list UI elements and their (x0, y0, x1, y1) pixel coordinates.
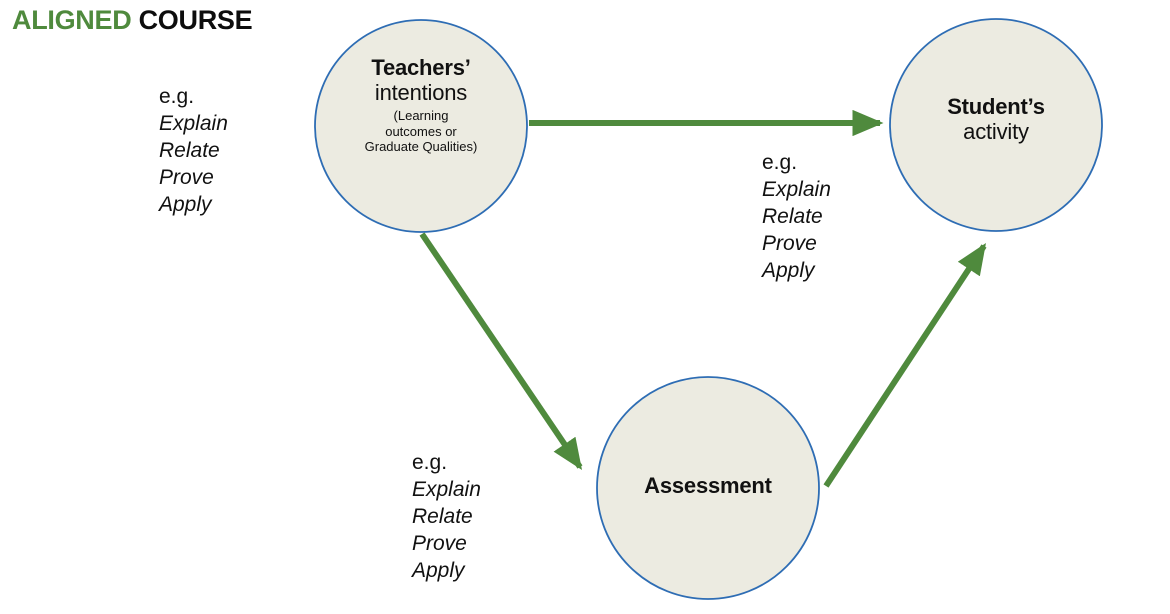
examples-block-assessment: e.g. Explain Relate Prove Apply (412, 450, 481, 584)
examples-head: e.g. (762, 151, 798, 174)
examples-item-relate: Relate (762, 204, 823, 228)
examples-item-prove: Prove (412, 531, 467, 555)
node-circle-students-activity[interactable] (889, 18, 1103, 232)
node-circle-assessment[interactable] (596, 376, 820, 600)
examples-item-explain: Explain (159, 111, 228, 135)
examples-block-activity: e.g. Explain Relate Prove Apply (762, 150, 831, 284)
title-word-course: COURSE (138, 5, 253, 35)
examples-item-apply: Apply (159, 192, 212, 216)
examples-item-explain: Explain (762, 177, 831, 201)
examples-item-apply: Apply (762, 258, 815, 282)
examples-item-explain: Explain (412, 477, 481, 501)
arrow-intentions-to-assessment (419, 232, 583, 470)
examples-item-relate: Relate (412, 504, 473, 528)
examples-item-prove: Prove (762, 231, 817, 255)
examples-item-apply: Apply (412, 558, 465, 582)
examples-item-relate: Relate (159, 138, 220, 162)
node-circle-teachers-intentions[interactable] (314, 19, 528, 233)
examples-head: e.g. (412, 451, 448, 474)
arrow-assessment-to-activity (823, 242, 987, 488)
page-title: ALIGNED COURSE (12, 5, 253, 36)
title-word-aligned: ALIGNED (12, 5, 132, 35)
examples-item-prove: Prove (159, 165, 214, 189)
examples-block-intentions: e.g. Explain Relate Prove Apply (159, 84, 228, 218)
examples-head: e.g. (159, 85, 195, 108)
